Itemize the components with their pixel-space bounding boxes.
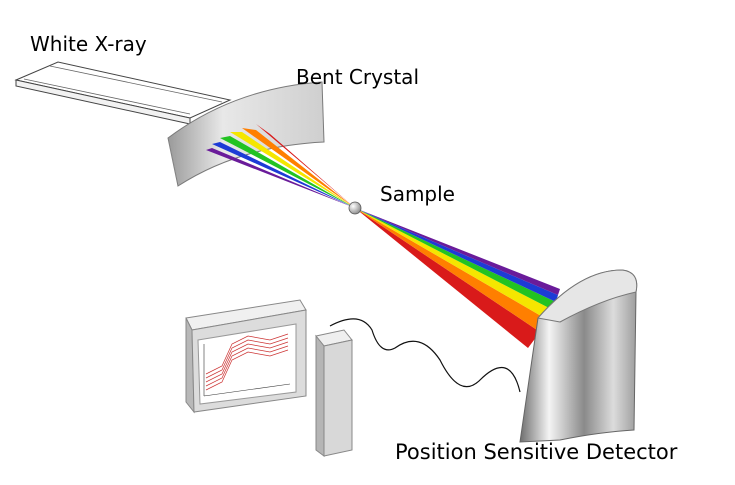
beam-band	[355, 208, 553, 320]
computer-monitor	[185, 299, 307, 414]
beam-band	[220, 136, 355, 208]
sample-sphere	[348, 201, 362, 215]
beam-crystal-to-sample	[206, 124, 355, 208]
plot-trace	[205, 333, 289, 391]
beam-band	[256, 124, 355, 208]
monitor-screen	[197, 323, 297, 405]
beam-band	[355, 208, 548, 332]
label-sample: Sample	[380, 182, 455, 206]
bent-crystal	[167, 81, 325, 187]
label-position-sensitive-detector: Position Sensitive Detector	[395, 440, 678, 464]
beam-band	[230, 132, 355, 208]
white-xray-beam	[14, 61, 232, 125]
label-bent-crystal: Bent Crystal	[296, 65, 419, 89]
beam-band	[242, 128, 355, 208]
beam-band	[355, 208, 540, 348]
beam-band	[206, 148, 355, 208]
beam-band	[355, 208, 560, 295]
beam-band	[212, 142, 355, 208]
detector-cable	[329, 318, 521, 393]
beam-band	[355, 208, 556, 310]
label-white-xray: White X-ray	[30, 32, 147, 56]
beam-band	[355, 208, 558, 302]
beam-sample-to-detector	[355, 208, 560, 348]
computer-tower	[315, 329, 353, 457]
position-sensitive-detector	[519, 269, 638, 443]
